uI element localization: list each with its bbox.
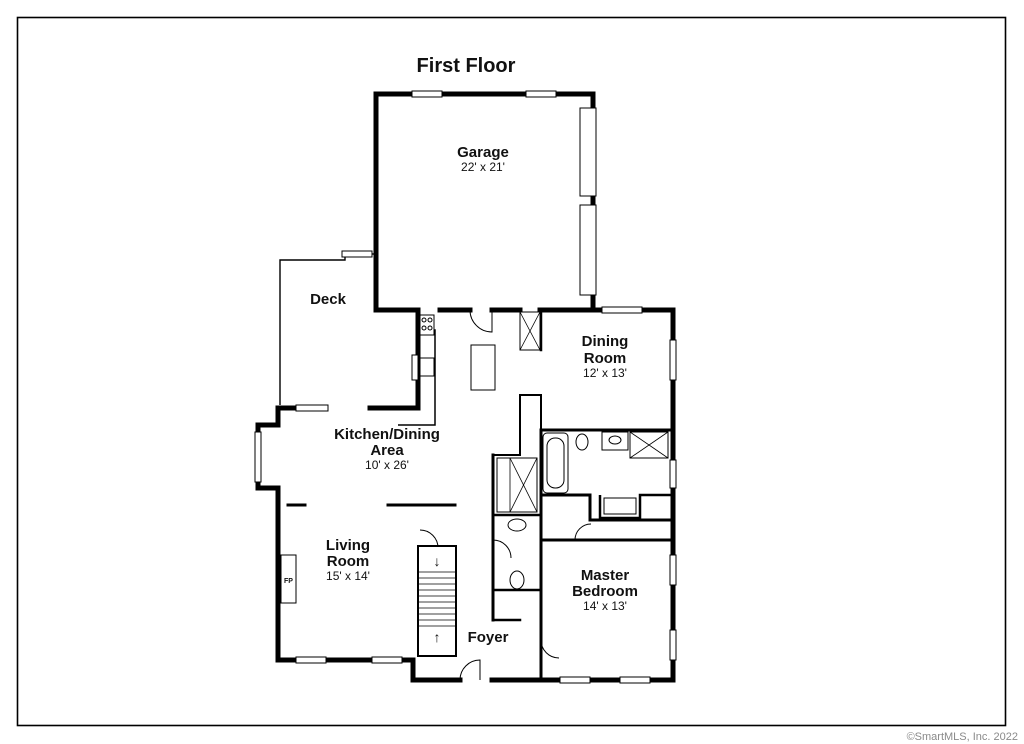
- fireplace-label: FP: [284, 578, 293, 585]
- garage-dims: 22' x 21': [461, 160, 505, 174]
- svg-text:↑: ↑: [434, 629, 441, 645]
- living-name-1: Living: [326, 537, 370, 554]
- living-dims: 15' x 14': [326, 569, 370, 583]
- fixtures: FP: [280, 309, 669, 681]
- master-name-2: Bedroom: [572, 583, 638, 600]
- plan-title: First Floor: [417, 55, 516, 77]
- dining-dims: 12' x 13': [583, 366, 627, 380]
- hall-sink: [507, 518, 527, 532]
- room-labels: Garage 22' x 21' Deck Dining Room 12' x …: [310, 144, 638, 646]
- foyer-name: Foyer: [468, 629, 509, 646]
- living-name-2: Room: [327, 553, 370, 570]
- range: [419, 314, 435, 336]
- interior-walls: [286, 308, 675, 682]
- fireplace: [280, 554, 297, 604]
- garage-name: Garage: [457, 144, 509, 161]
- hall-toilet: [509, 570, 525, 590]
- svg-text:↓: ↓: [434, 553, 441, 569]
- kitchen-name-1: Kitchen/Dining: [334, 426, 440, 443]
- kitchen-dims: 10' x 26': [365, 458, 409, 472]
- copyright-notice: ©SmartMLS, Inc. 2022: [907, 731, 1018, 743]
- page-frame: [16, 16, 1007, 727]
- master-dims: 14' x 13': [583, 599, 627, 613]
- toilet: [575, 433, 589, 451]
- kitchen-name-2: Area: [370, 442, 404, 459]
- dining-name-1: Dining: [582, 333, 629, 350]
- windows: [254, 90, 677, 684]
- kitchen-island: [470, 344, 496, 391]
- staircase: ↓ ↑: [417, 545, 457, 657]
- kitchen-sink: [419, 357, 435, 377]
- master-name-1: Master: [581, 567, 630, 584]
- dining-name-2: Room: [584, 350, 627, 367]
- deck-name: Deck: [310, 291, 347, 308]
- deck-outline: [279, 253, 376, 405]
